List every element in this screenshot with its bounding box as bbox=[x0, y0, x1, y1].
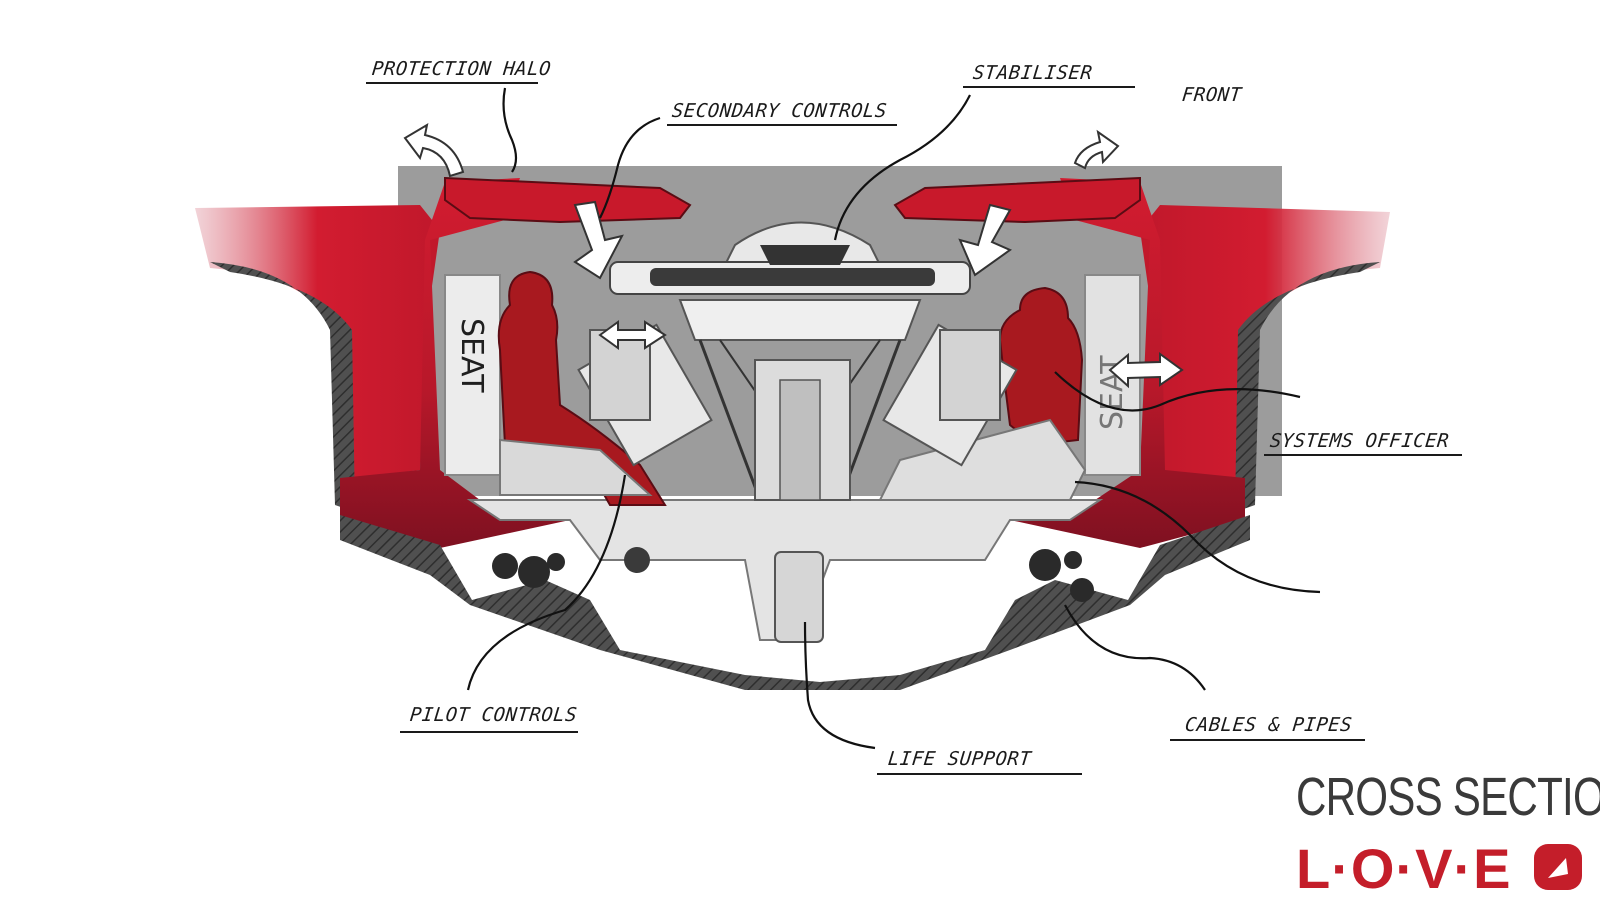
label-protection-halo: PROTECTION HALO bbox=[370, 58, 553, 80]
left-console bbox=[499, 438, 653, 496]
engine-block-left bbox=[577, 323, 713, 467]
hull-bottom bbox=[340, 515, 1250, 690]
central-frame bbox=[678, 299, 922, 501]
underline-life-support bbox=[877, 773, 1082, 775]
leader-systems-officer bbox=[1054, 371, 1301, 412]
left-halo-arm bbox=[444, 176, 692, 224]
right-console bbox=[878, 418, 1087, 501]
seat-slide-arrow-left bbox=[598, 320, 667, 350]
seat-slide-arrow-right bbox=[1108, 352, 1184, 389]
label-systems-officer: SYSTEMS OFFICER bbox=[1268, 430, 1451, 452]
right-halo-arm bbox=[893, 176, 1141, 224]
leader-life-support bbox=[803, 621, 876, 750]
secondary-control-arrow-left bbox=[573, 200, 624, 280]
leader-secondary-controls bbox=[599, 116, 661, 219]
underline-systems-officer bbox=[1264, 454, 1462, 456]
stabiliser bbox=[609, 221, 971, 295]
brand-logo-text: L·O·V·E bbox=[1296, 840, 1511, 894]
leader-cables-pipes bbox=[1064, 604, 1206, 691]
halo-open-arrow-right bbox=[1073, 129, 1120, 170]
cockpit-tub bbox=[340, 178, 1245, 560]
pilot-figure bbox=[497, 270, 667, 506]
label-pilot-controls: PILOT CONTROLS bbox=[408, 704, 579, 726]
life-support-unit bbox=[774, 551, 824, 643]
section-title: CROSS SECTION bbox=[1296, 767, 1600, 827]
brand-logo: L·O·V·E bbox=[1296, 840, 1582, 894]
secondary-control-arrow-right bbox=[958, 203, 1013, 277]
leader-protection-halo bbox=[502, 87, 518, 173]
underline-secondary-controls bbox=[667, 124, 897, 126]
label-stabiliser: STABILISER bbox=[971, 62, 1094, 84]
leader-systems-officer-2 bbox=[1074, 480, 1321, 594]
brand-logo-mark-detail bbox=[1548, 858, 1568, 878]
leader-stabiliser bbox=[833, 94, 971, 241]
label-life-support: LIFE SUPPORT bbox=[886, 748, 1033, 770]
leader-pilot-controls bbox=[466, 474, 627, 691]
left-seat-label: SEAT bbox=[454, 318, 489, 393]
underline-pilot-controls bbox=[400, 731, 578, 733]
halo-open-arrow-left bbox=[403, 122, 465, 178]
left-side-pod bbox=[195, 205, 440, 480]
left-pipe-cluster bbox=[492, 547, 650, 588]
label-cables-pipes: CABLES & PIPES bbox=[1183, 714, 1354, 736]
underline-protection-halo bbox=[366, 82, 538, 84]
underline-stabiliser bbox=[963, 86, 1135, 88]
left-seat bbox=[444, 274, 501, 476]
right-pipe-cluster bbox=[1029, 549, 1094, 602]
right-hull-edge bbox=[1235, 262, 1380, 512]
label-front: FRONT bbox=[1180, 84, 1243, 106]
underline-cables-pipes bbox=[1170, 739, 1365, 741]
engine-block-right bbox=[882, 323, 1018, 467]
label-secondary-controls: SECONDARY CONTROLS bbox=[670, 100, 889, 122]
